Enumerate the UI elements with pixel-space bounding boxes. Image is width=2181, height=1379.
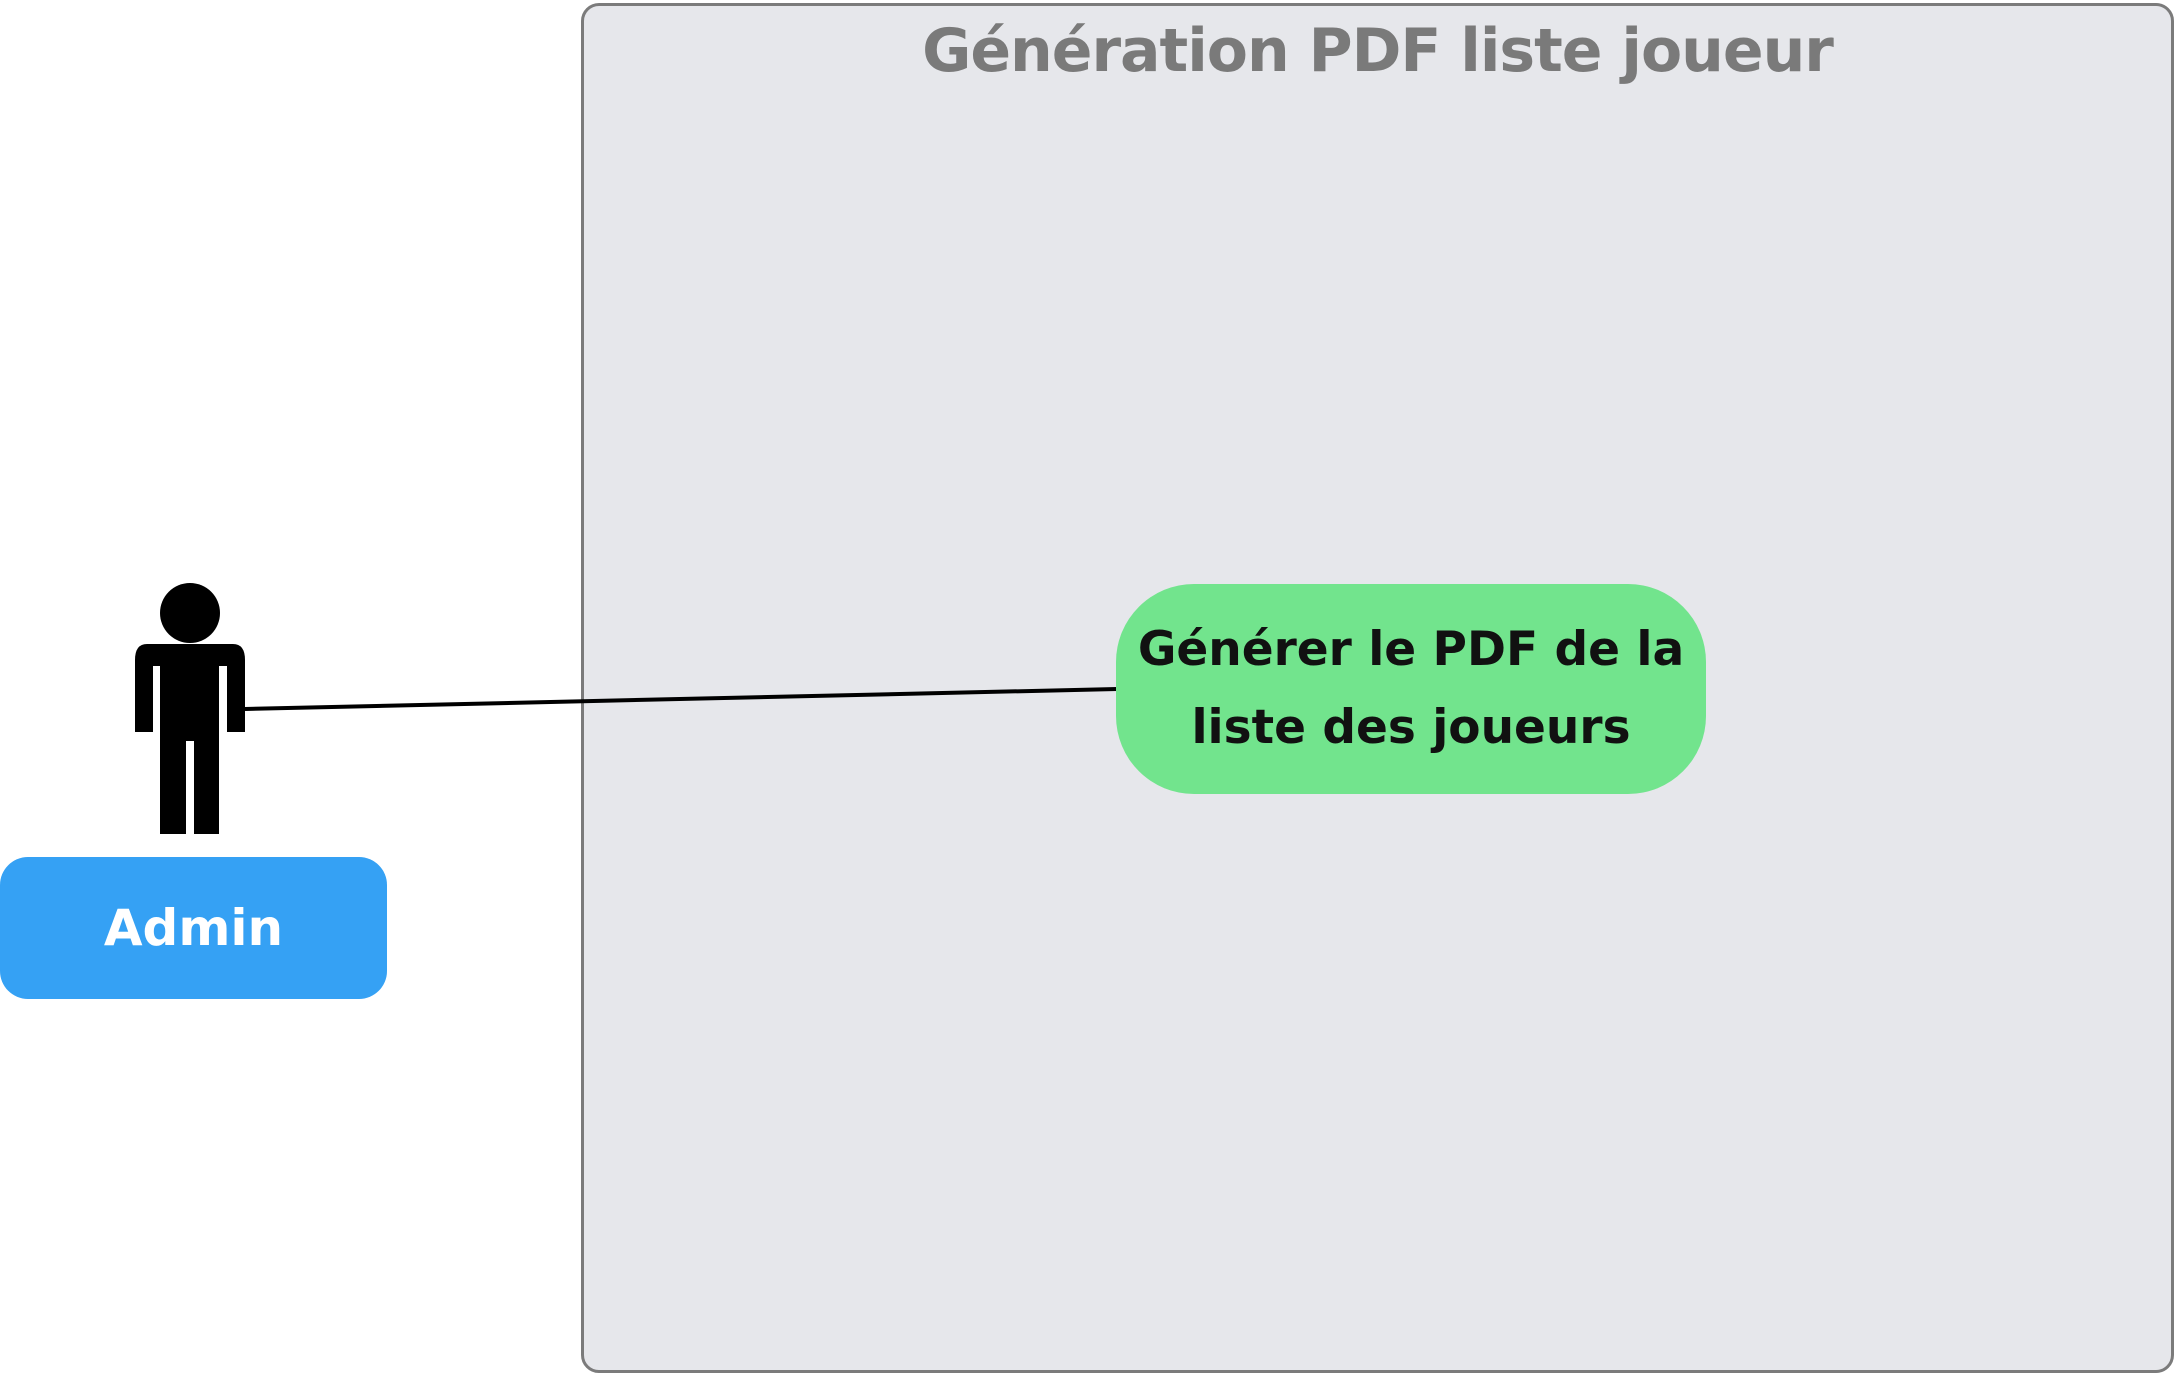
system-title: Génération PDF liste joueur [922,16,1834,86]
use-case-line-2: liste des joueurs [1191,700,1631,755]
person-icon [135,583,245,834]
use-case-line-1: Générer le PDF de la [1137,622,1685,677]
use-case-generate-pdf[interactable]: Générer le PDF de la liste des joueurs [1116,584,1706,794]
actor-label[interactable]: Admin [0,857,387,999]
actor-label-text: Admin [103,899,284,957]
use-case-label: Générer le PDF de la liste des joueurs [1138,611,1684,767]
